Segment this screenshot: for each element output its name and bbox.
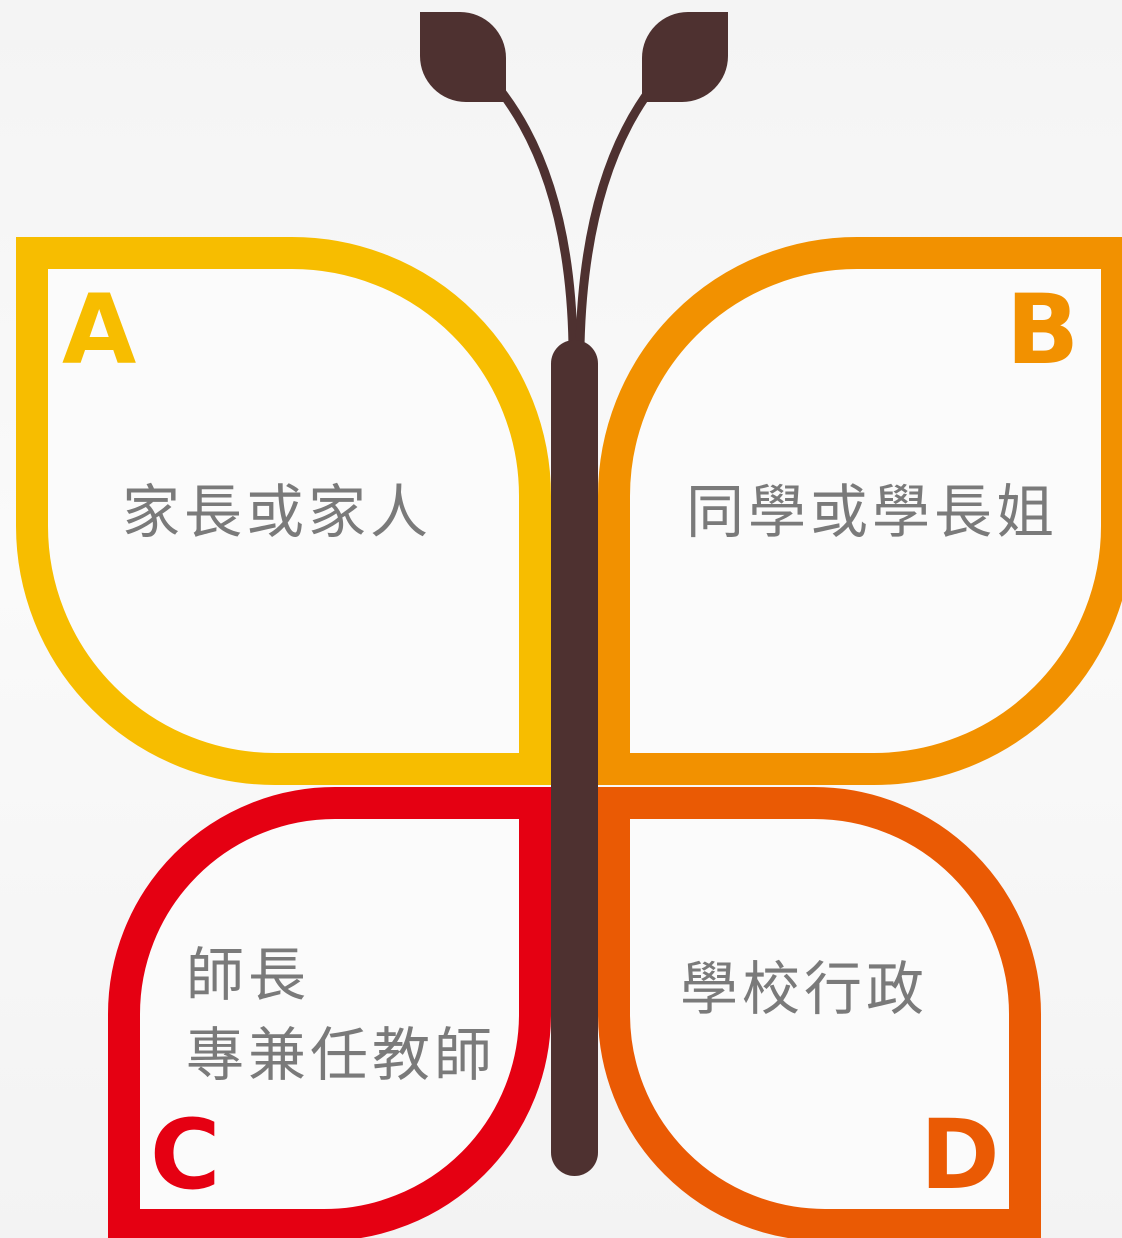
wing-c-label-line2: 專兼任教師: [186, 1021, 497, 1089]
wing-c-letter: C: [150, 1099, 221, 1211]
wing-a-letter: A: [62, 274, 137, 386]
wing-b-letter: B: [1006, 274, 1080, 386]
antenna-right: [575, 85, 655, 350]
wing-b-shape: [598, 237, 1122, 785]
wing-a-shape: [16, 237, 551, 785]
wing-d-letter: D: [920, 1099, 1000, 1211]
wing-a-label: 家長或家人: [122, 478, 433, 546]
butterfly-body: [551, 340, 598, 1176]
antenna-tip-right: [642, 12, 728, 102]
wing-d-shape: [598, 787, 1041, 1238]
wing-c-label-line1: 師長: [186, 941, 311, 1009]
wing-d-label: 學校行政: [680, 955, 929, 1023]
wing-b-label: 同學或學長姐: [686, 478, 1059, 546]
wing-c-shape: [108, 787, 551, 1238]
antenna-left: [495, 85, 578, 350]
antenna-tip-left: [420, 12, 506, 102]
